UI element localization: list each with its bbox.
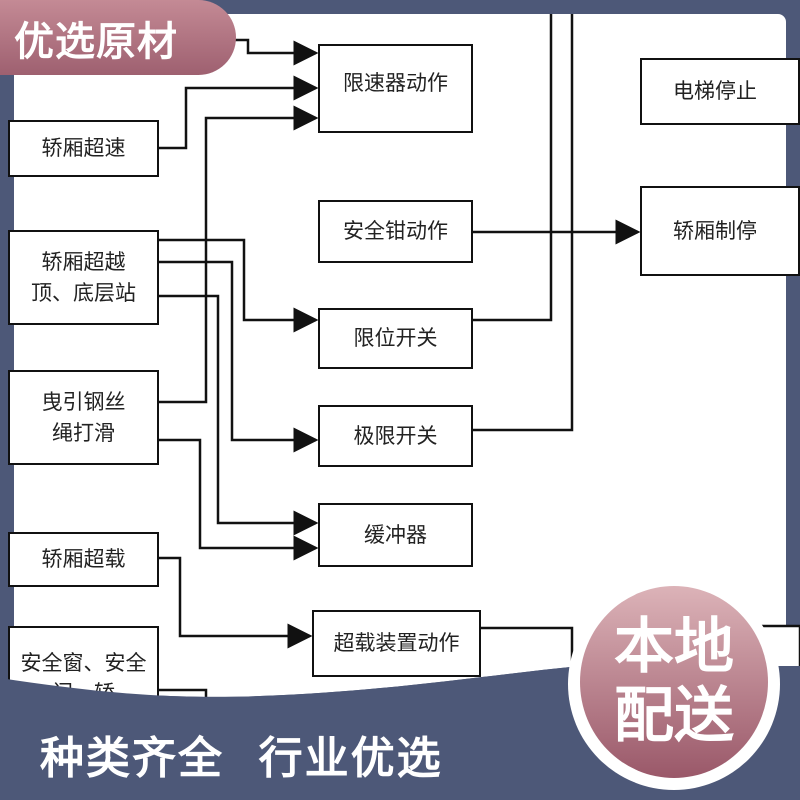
box-safety-gear: 安全钳动作 bbox=[318, 200, 473, 263]
badge-label: 优选原材 bbox=[14, 18, 178, 65]
line-overload-device bbox=[158, 556, 313, 649]
line-badge-governor bbox=[230, 38, 319, 66]
box-overload-device: 超载装置动作 bbox=[312, 610, 481, 677]
local-delivery-badge: 本地 配送 bbox=[568, 578, 780, 790]
line-overtravel-limit bbox=[158, 238, 319, 333]
line-overtravel-buffer bbox=[158, 294, 319, 536]
box-label: 安全窗、安全 bbox=[20, 651, 147, 675]
box-label: 电梯停止 bbox=[673, 79, 757, 104]
line-slip-governor bbox=[158, 105, 319, 404]
circle-line-2: 配送 bbox=[614, 681, 734, 751]
badge-premium-materials: 优选原材 bbox=[0, 0, 236, 75]
line-overspeed-governor bbox=[158, 75, 319, 150]
box-label: 超载装置动作 bbox=[333, 631, 460, 656]
local-delivery-inner: 本地 配送 bbox=[580, 586, 768, 778]
box-label: 轿厢超速 bbox=[41, 136, 126, 161]
box-rope-slip: 曳引钢丝绳打滑 bbox=[8, 370, 159, 465]
box-speed-governor: 限速器动作 bbox=[318, 44, 473, 133]
box-buffer: 缓冲器 bbox=[318, 503, 473, 567]
box-label: 限速器动作 bbox=[343, 71, 448, 95]
line-limit-stop bbox=[472, 14, 553, 322]
box-label: 顶、底层站 bbox=[31, 280, 136, 305]
box-elevator-stop: 电梯停止 bbox=[640, 58, 800, 125]
box-car-brake: 轿厢制停 bbox=[640, 186, 800, 276]
box-label: 安全钳动作 bbox=[343, 219, 448, 244]
box-label: 曳引钢丝 bbox=[41, 390, 126, 415]
box-car-overspeed: 轿厢超速 bbox=[8, 120, 159, 177]
box-label: 缓冲器 bbox=[364, 522, 427, 547]
line-final-stop bbox=[472, 14, 574, 432]
box-limit-switch: 限位开关 bbox=[318, 308, 473, 369]
box-label: 门、轿 bbox=[52, 681, 115, 706]
box-label: 轿厢制停 bbox=[673, 218, 757, 243]
box-label: 绳打滑 bbox=[52, 420, 115, 445]
box-car-overload: 轿厢超载 bbox=[8, 532, 159, 587]
box-car-overtravel: 轿厢超越顶、底层站 bbox=[8, 230, 159, 325]
box-label: 极限开关 bbox=[353, 423, 438, 448]
box-label: 轿厢超载 bbox=[41, 547, 126, 572]
box-label: 限位开关 bbox=[353, 326, 438, 351]
line-overtravel-final bbox=[158, 260, 319, 453]
slogan: 种类齐全 行业优选 bbox=[40, 733, 443, 784]
box-safety-window: 安全窗、安全门、轿 bbox=[8, 626, 159, 726]
box-final-limit: 极限开关 bbox=[318, 405, 473, 467]
circle-line-1: 本地 bbox=[614, 612, 734, 682]
box-label: 轿厢超越 bbox=[41, 250, 126, 275]
line-slip-buffer bbox=[158, 438, 319, 561]
